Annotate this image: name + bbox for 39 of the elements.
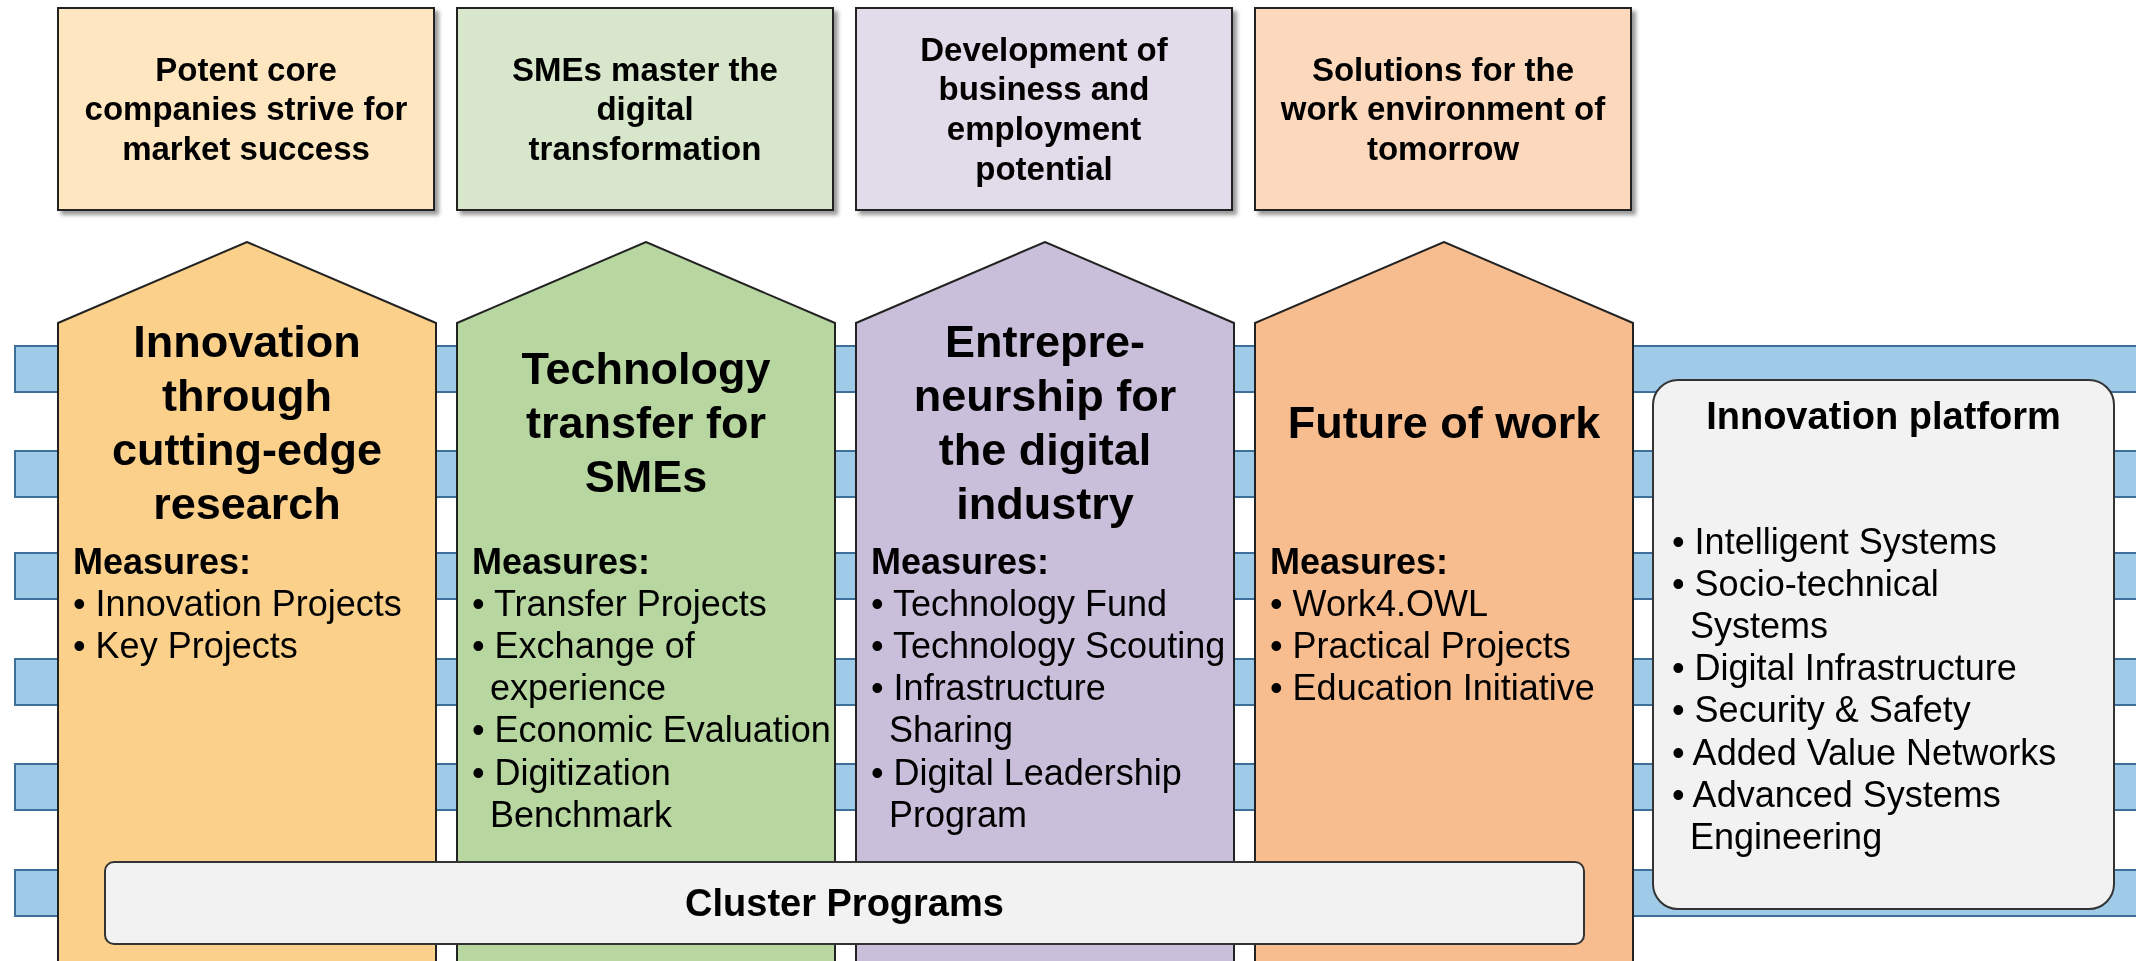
bullet-item: • Transfer Projects (472, 583, 768, 626)
goal-box (1254, 7, 1632, 211)
bar-label: Cluster Programs (685, 881, 1004, 925)
pillar-title: Innovation through cutting-edge research (111, 314, 383, 531)
goal-text: Development of business and employment potential (919, 29, 1169, 189)
bullet-item: • Intelligent Systems (1672, 521, 1998, 564)
bullet-item: • Advanced Systems Engineering (1672, 773, 2002, 858)
bullet-item: • Added Value Networks (1672, 731, 2058, 774)
bullet-item: • Digital Leadership Program (871, 751, 1183, 836)
bullet-item: • Exchange of experience (472, 625, 696, 710)
goal-text: SMEs master the digital transformation (511, 49, 779, 169)
program-bar (104, 861, 1585, 945)
pillar-title: Future of work (1287, 395, 1601, 450)
bullet-item: • Technology Scouting (871, 625, 1227, 668)
bullet-item: • Education Initiative (1270, 667, 1596, 710)
bullet-item: • Infrastructure Sharing (871, 667, 1107, 752)
measures-heading: Measures: (73, 541, 253, 584)
goal-box (57, 7, 435, 211)
bullet-item: • Digital Infrastructure (1672, 647, 2018, 690)
goal-box (456, 7, 834, 211)
platform-panel (1652, 379, 2115, 910)
bullet-item: • Work4.OWL (1270, 583, 1489, 626)
bullet-item: • Key Projects (73, 625, 299, 668)
goal-box (855, 7, 1233, 211)
measures-heading: Measures: (472, 541, 652, 584)
bullet-item: • Practical Projects (1270, 625, 1572, 668)
bullet-item: • Security & Safety (1672, 689, 1972, 732)
goal-text: Solutions for the work environment of tomorrow (1279, 49, 1607, 169)
pillar-title: Technology transfer for SMEs (520, 341, 772, 504)
bullet-item: • Technology Fund (871, 583, 1169, 626)
bullet-item: • Innovation Projects (73, 583, 403, 626)
pillar-title: Entrepre-neurship for the digital industry (912, 314, 1178, 531)
panel-title: Innovation platform (1705, 395, 2062, 438)
measures-heading: Measures: (1270, 541, 1450, 584)
bullet-item: • Economic Evaluation (472, 709, 832, 752)
bullet-item: • Digitization Benchmark (472, 751, 674, 836)
goal-text: Potent core companies strive for market success (83, 49, 409, 169)
measures-heading: Measures: (871, 541, 1051, 584)
bullet-item: • Socio-technical Systems (1672, 563, 1940, 648)
